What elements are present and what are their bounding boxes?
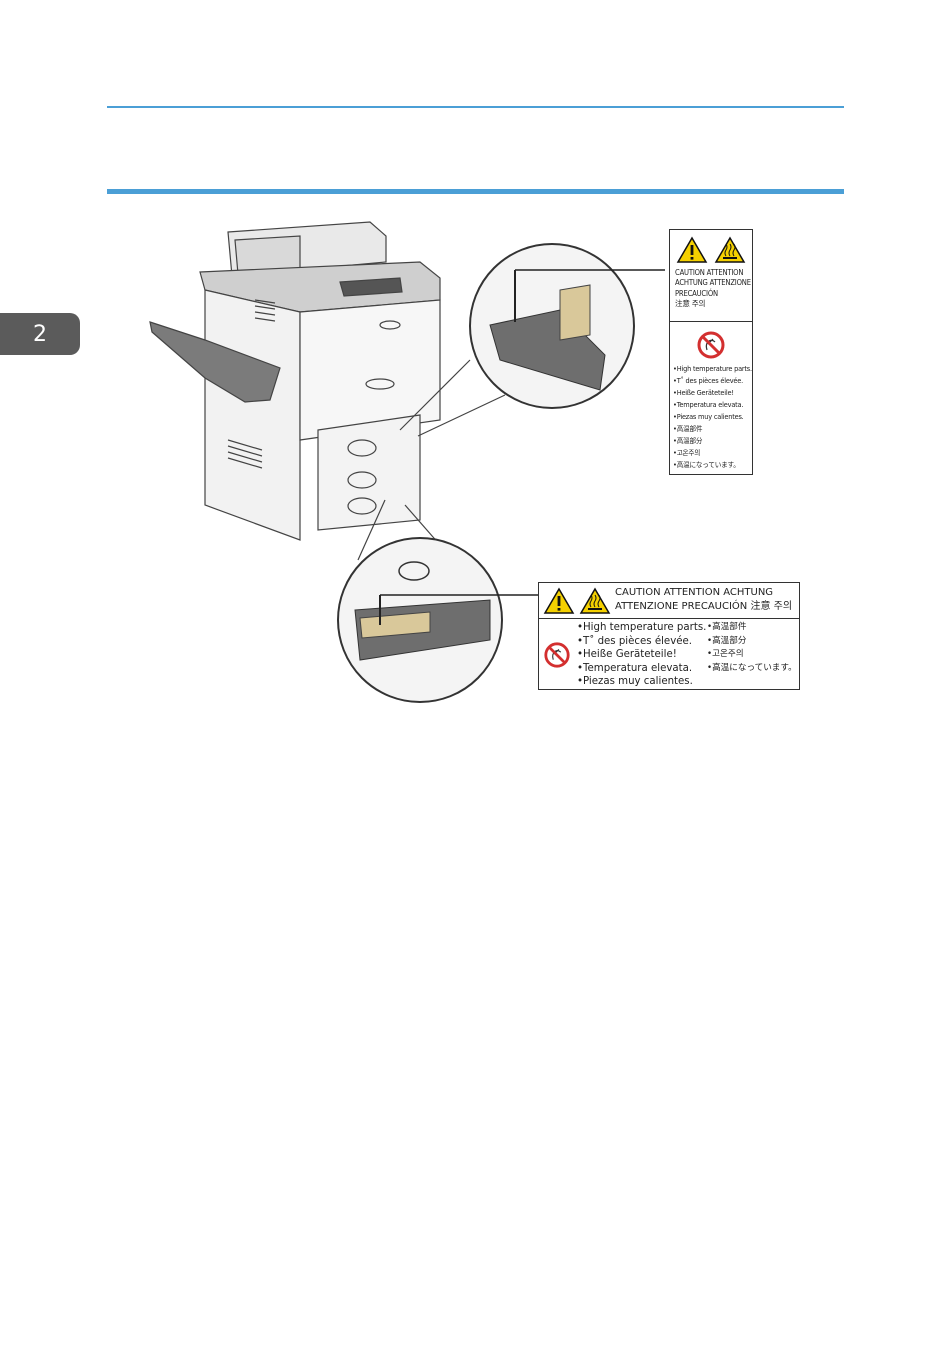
heat-warning-label-horizontal: CAUTION ATTENTION ACHTUNG ATTENZIONE PRE…	[538, 582, 800, 690]
no-touch-icon	[697, 331, 725, 359]
hot-surface-icon	[579, 587, 611, 614]
signal-words: CAUTION ATTENTION ACHTUNG ATTENZIONE PRE…	[675, 268, 751, 309]
caution-triangle-icon	[543, 587, 575, 614]
warning-items: •High temperature parts. •T˚ des pièces …	[673, 365, 752, 469]
chapter-tab: 2	[0, 313, 80, 355]
section-heading-rule	[107, 189, 844, 194]
no-touch-icon	[544, 642, 570, 668]
warning-items-right: •高温部件 •高溫部分 •고온주의 •高温になっています。	[707, 622, 797, 673]
chapter-number: 2	[33, 321, 47, 347]
warning-items-left: •High temperature parts. •T˚ des pièces …	[577, 622, 707, 688]
hot-surface-icon	[714, 236, 746, 263]
printer-illustration	[149, 221, 665, 703]
header-rule	[107, 106, 844, 108]
heat-warning-label-vertical: CAUTION ATTENTION ACHTUNG ATTENZIONE PRE…	[669, 229, 753, 475]
caution-triangle-icon	[676, 236, 708, 263]
signal-words: CAUTION ATTENTION ACHTUNG ATTENZIONE PRE…	[615, 587, 793, 612]
